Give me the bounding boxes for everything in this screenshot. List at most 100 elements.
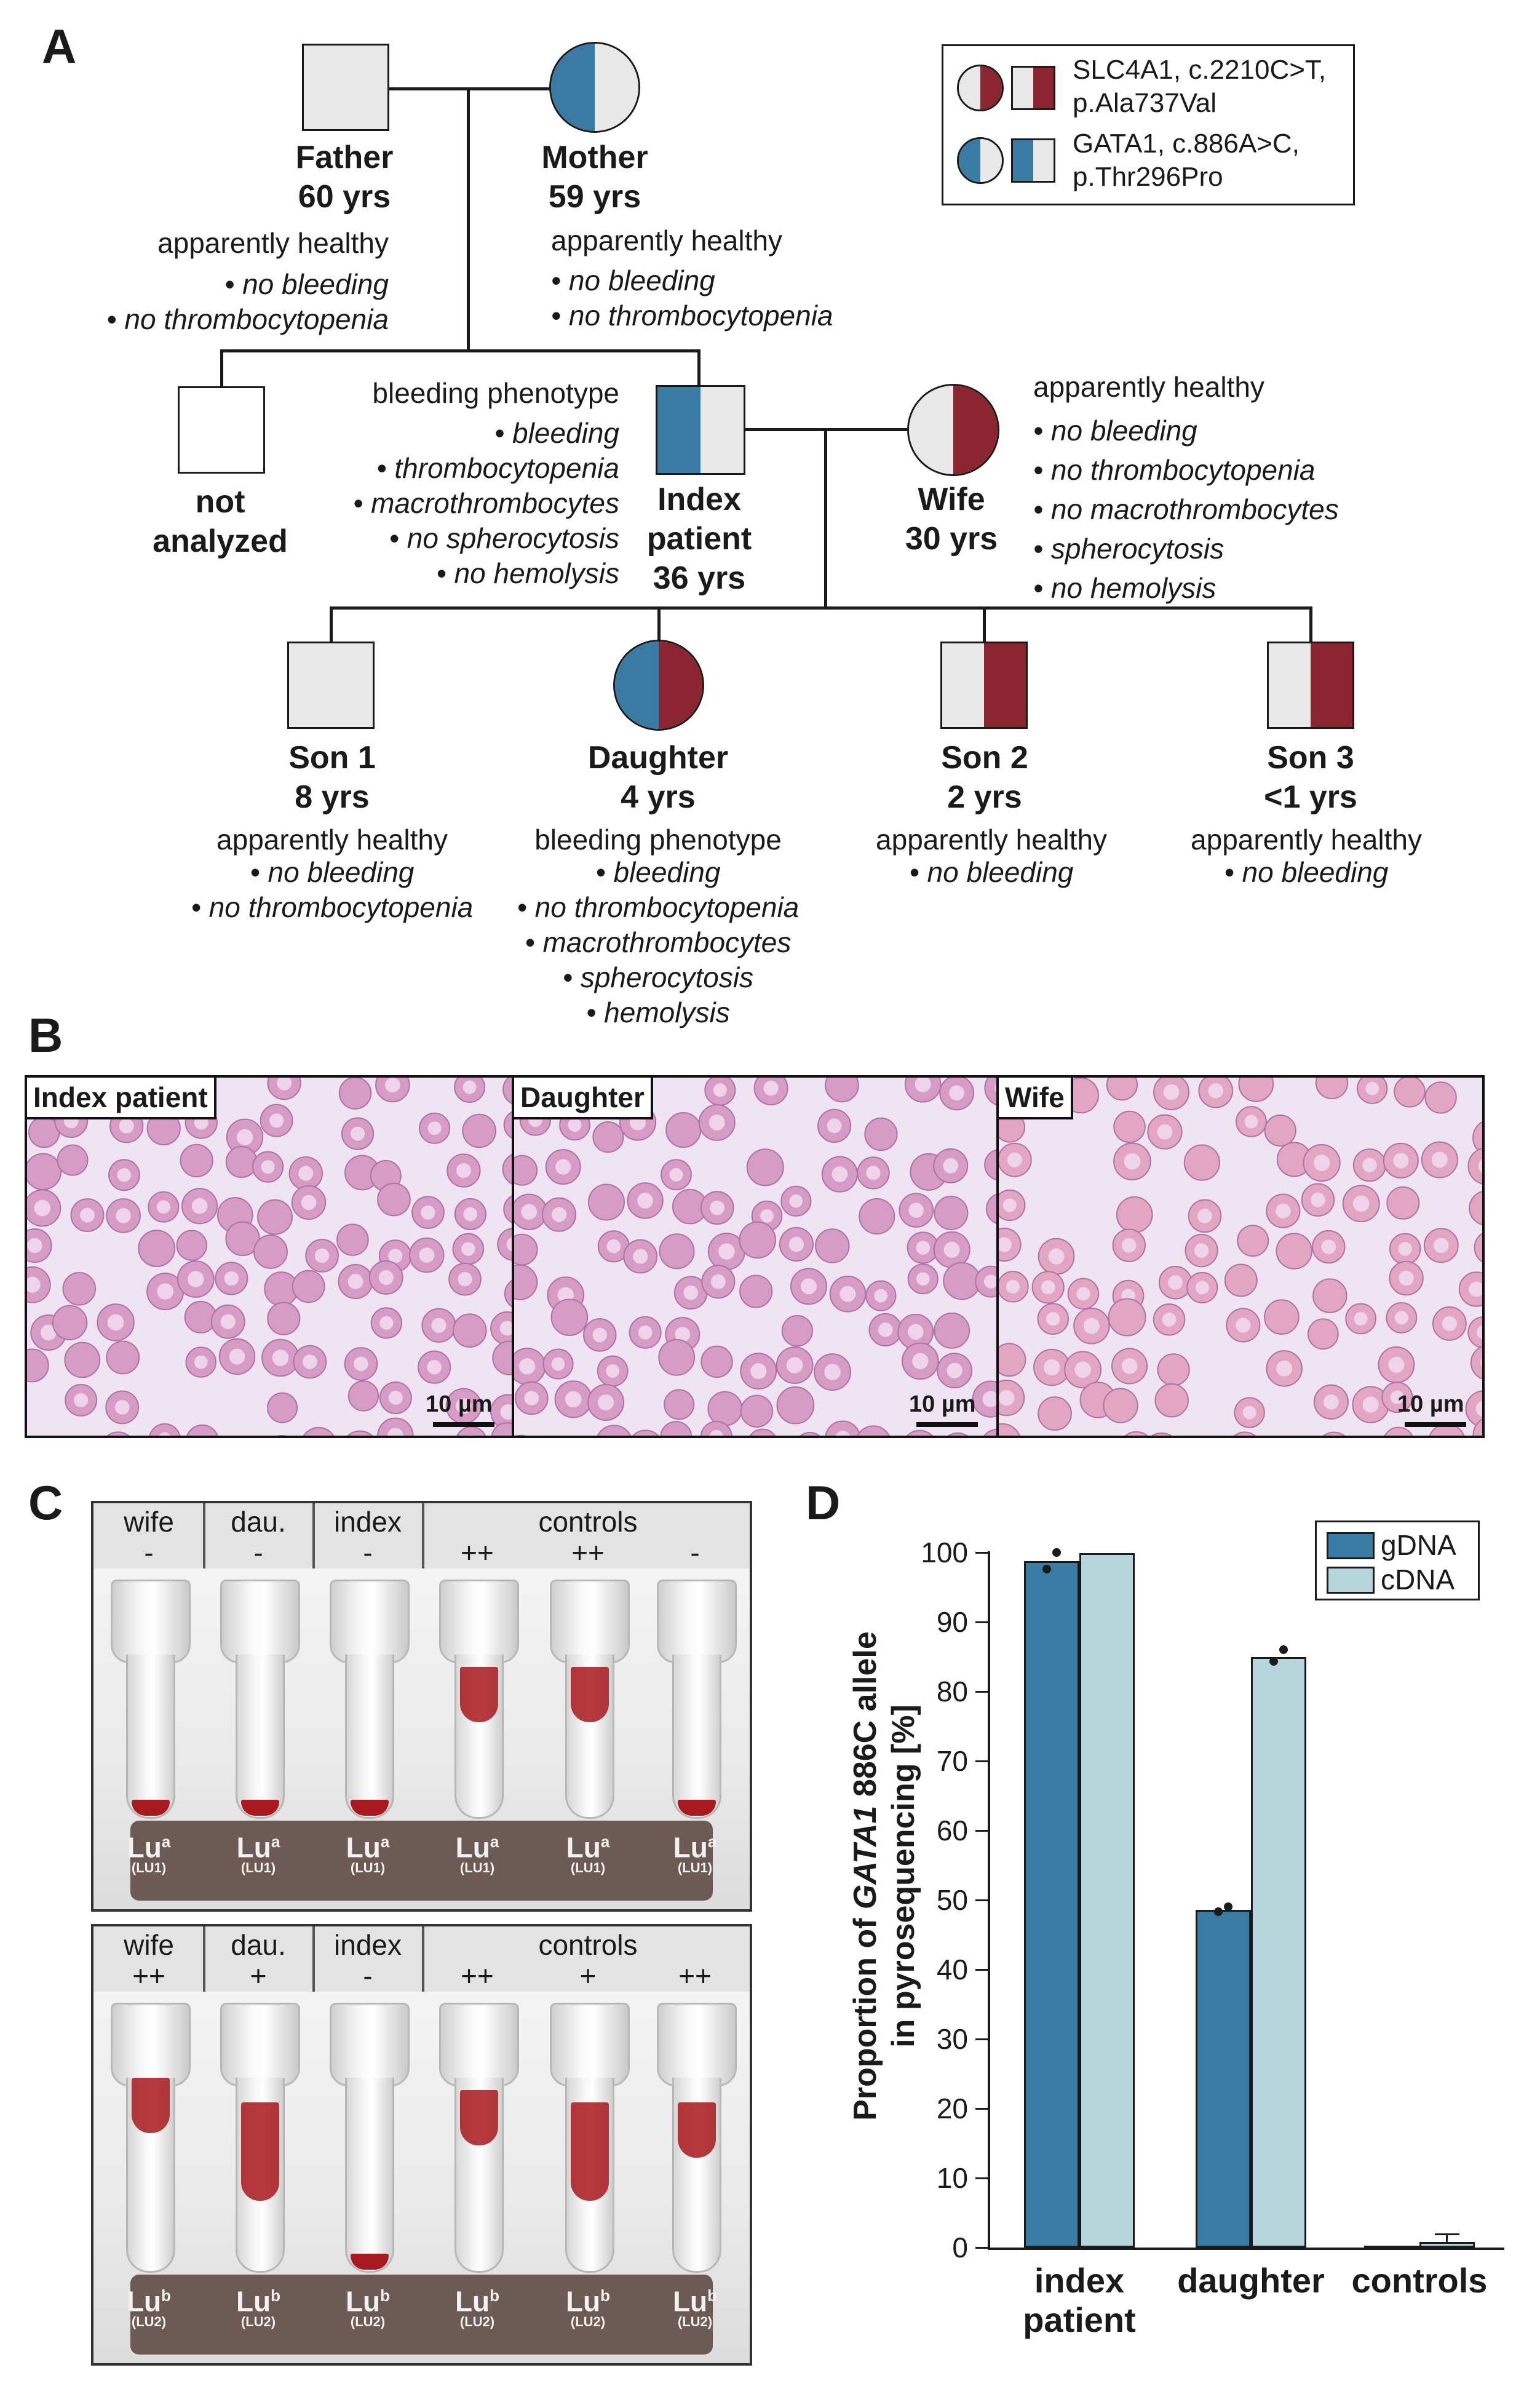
index-drop-line	[697, 349, 701, 386]
y-tick	[975, 1969, 989, 1971]
tube-cup	[439, 2003, 519, 2086]
result-label: ++	[571, 1536, 605, 1568]
result-label: ++	[461, 1536, 494, 1568]
panel-label-d: D	[806, 1476, 841, 1530]
wife-symbol	[907, 384, 999, 476]
son1-status: apparently healthy	[216, 824, 448, 856]
antigen-label: Lub(LU2)	[345, 2285, 391, 2330]
y-tick-label: 100	[921, 1536, 968, 1568]
replicate-point	[1269, 1657, 1278, 1666]
result-label: -	[144, 1536, 154, 1568]
rbc-agglutinate	[460, 2090, 498, 2145]
micrograph-label: Wife	[999, 1078, 1073, 1119]
daughter-status: bleeding phenotype	[534, 824, 782, 856]
group-label: wife	[124, 1506, 174, 1538]
bar-cdna-index-patient	[1079, 1553, 1135, 2248]
scale-label: 10 µm	[909, 1391, 976, 1417]
micrograph-label: Daughter	[514, 1078, 653, 1119]
result-label: +	[579, 1960, 597, 1992]
son3-symbol	[1267, 642, 1354, 729]
rbc-agglutinate	[351, 2254, 389, 2270]
scale-bar	[433, 1422, 494, 1427]
tube-cup	[220, 1580, 300, 1663]
son2-status: apparently healthy	[876, 824, 1107, 856]
daughter-symbol	[613, 640, 704, 731]
antigen-label: Lua(LU1)	[566, 1831, 610, 1876]
antigen-label: Lua(LU1)	[346, 1831, 390, 1876]
y-tick	[975, 2038, 989, 2040]
sibling-drop-line	[220, 349, 223, 386]
panel-label-c: C	[28, 1476, 63, 1530]
scale-bar	[1405, 1422, 1466, 1427]
gel-tube	[565, 2078, 614, 2273]
bar-gdna-daughter	[1196, 1909, 1251, 2248]
bar-gdna-index-patient	[1024, 1560, 1079, 2248]
y-axis-label: Proportion of GATA1 886C allele in pyros…	[847, 1631, 921, 2121]
tube-cup	[220, 2003, 300, 2086]
result-label: +	[250, 1960, 267, 1992]
antigen-label: Lua(LU1)	[236, 1831, 280, 1876]
son2-traits: • no bleeding	[909, 856, 1074, 888]
replicate-point	[1224, 1902, 1232, 1912]
son3-label: Son 3<1 yrs	[1264, 740, 1357, 815]
tube-cup	[439, 1580, 519, 1663]
lutheran-b-gel-card: wife dau. index controls ++ + - ++ + ++ …	[91, 1924, 752, 2366]
group-label: dau.	[231, 1506, 286, 1538]
antigen-label: Lub(LU2)	[236, 2285, 281, 2330]
result-label: -	[363, 1536, 373, 1568]
wife-status: apparently healthy	[1033, 371, 1264, 403]
y-tick-label: 0	[952, 2232, 968, 2264]
gel-card-base	[130, 1821, 713, 1901]
rbc-agglutinate	[241, 2102, 279, 2201]
antigen-label: Lua(LU1)	[673, 1831, 717, 1876]
micrograph-daughter: Daughter 10 µm	[512, 1075, 999, 1438]
genotype-legend: SLC4A1, c.2210C>T,p.Ala737Val GATA1, c.8…	[942, 44, 1355, 205]
lutheran-a-gel-card: wife dau. index controls - - - ++ ++ - L…	[91, 1501, 752, 1912]
gdna-swatch	[1327, 1532, 1375, 1559]
antigen-label: Lub(LU2)	[454, 2285, 500, 2330]
mother-status: apparently healthy	[551, 225, 782, 256]
bar-cdna-daughter	[1251, 1656, 1306, 2248]
result-label: ++	[461, 1960, 494, 1992]
error-bar	[1435, 2233, 1459, 2242]
son3-drop-line	[1309, 606, 1312, 643]
gel-tube	[236, 2078, 285, 2273]
result-label: ++	[132, 1960, 165, 1992]
son2-symbol	[940, 642, 1028, 729]
x-category-label: daughter	[1177, 2261, 1325, 2300]
panel-label-b: B	[28, 1008, 63, 1062]
gel-tube	[236, 1655, 285, 1819]
son3-status: apparently healthy	[1191, 824, 1422, 856]
bar-cdna-controls	[1419, 2241, 1475, 2248]
gel-card-photo: Lua(LU1) Lua(LU1) Lua(LU1) Lua(LU1) Lua(LU1)…	[93, 1568, 750, 1909]
antigen-label: Lub(LU2)	[126, 2285, 172, 2330]
rbc-agglutinate	[571, 2102, 609, 2201]
cdna-legend-label: cDNA	[1381, 1564, 1455, 1596]
y-tick	[975, 1621, 989, 1623]
micrograph-label: Index patient	[27, 1078, 216, 1119]
gel-tube	[672, 2078, 721, 2273]
y-tick	[975, 1830, 989, 1832]
slc4a1-legend-text: SLC4A1, c.2210C>T,p.Ala737Val	[1073, 55, 1327, 118]
tube-cup	[111, 1580, 191, 1663]
group-label: wife	[124, 1929, 174, 1961]
group-label: controls	[538, 1929, 638, 1961]
daughter-drop-line	[657, 606, 661, 641]
tube-cup	[550, 1580, 630, 1663]
antigen-label: Lua(LU1)	[127, 1831, 171, 1876]
sibling-symbol	[178, 386, 265, 474]
rbc-agglutinate	[351, 1800, 389, 1816]
scale-bar	[916, 1422, 978, 1427]
gdna-legend-label: gDNA	[1381, 1529, 1456, 1561]
descent-line-index	[824, 428, 827, 608]
gel-card-photo: Lub(LU2)Lub(LU2)Lub(LU2)Lub(LU2)Lub(LU2)…	[93, 1992, 750, 2363]
result-label: -	[363, 1960, 373, 1992]
y-tick	[975, 1552, 989, 1554]
